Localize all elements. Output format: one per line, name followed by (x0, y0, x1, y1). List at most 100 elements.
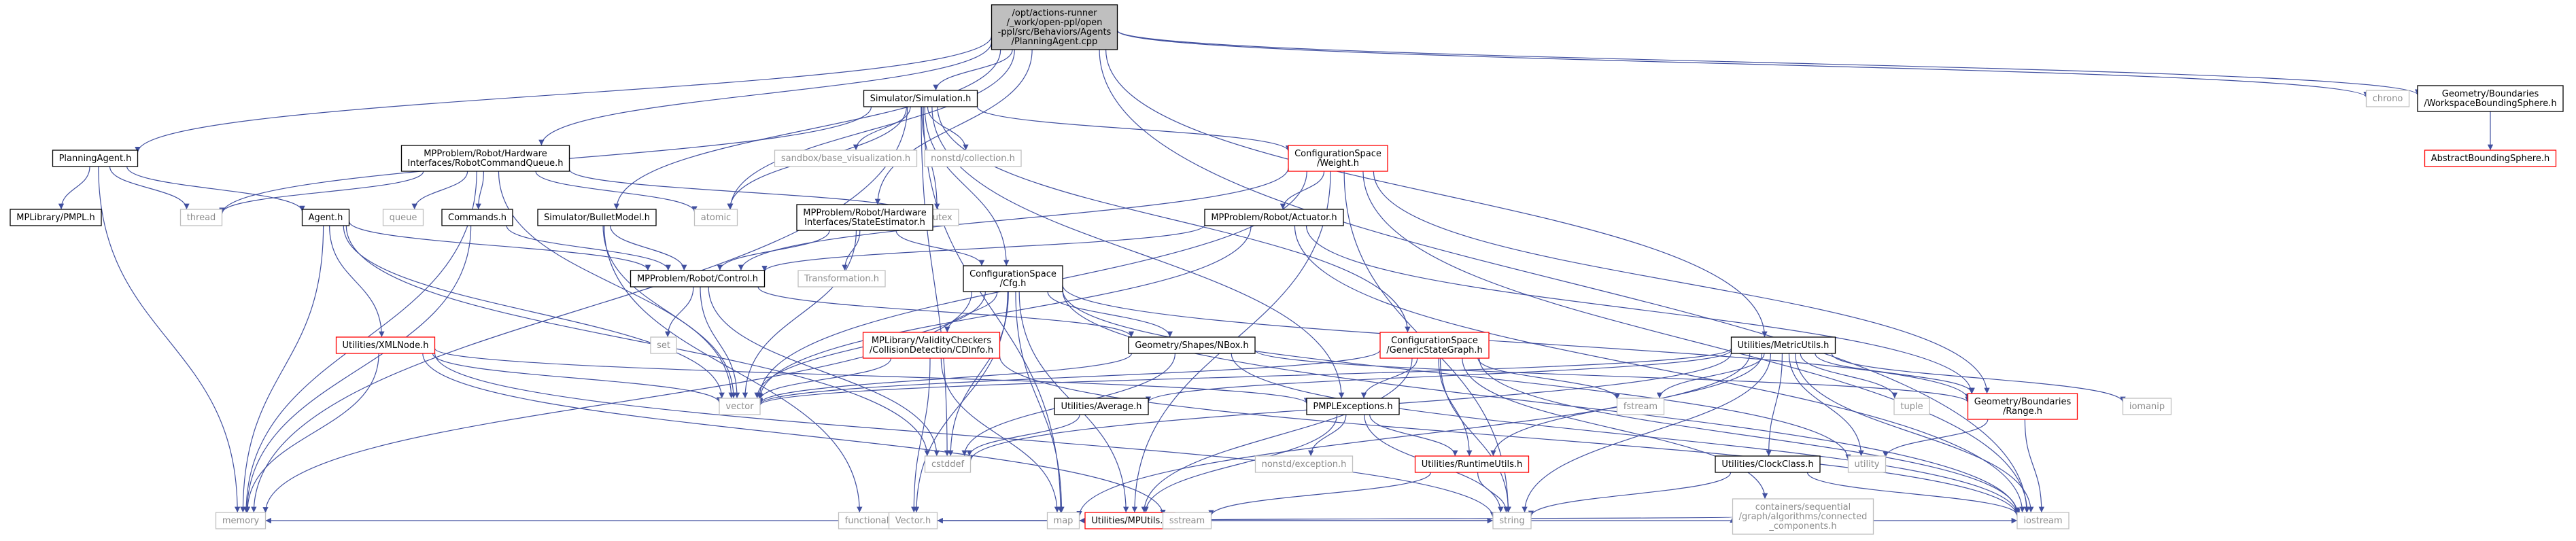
edge-simulation-h-to-nonstd-collection (927, 106, 969, 151)
node-cdinfo-h[interactable]: MPLibrary/ValidityCheckers/CollisionDete… (862, 332, 1001, 359)
node-nonstd-collection[interactable]: nonstd/collection.h (924, 150, 1022, 167)
edge-clockclass-h-to-string (1528, 472, 1732, 517)
edge-line (1143, 414, 1338, 513)
node-vector[interactable]: vector (719, 398, 761, 415)
edge-line (757, 348, 1732, 406)
node-box (797, 270, 886, 287)
node-string[interactable]: string (1492, 512, 1532, 529)
edge-root-to-workspaceboundingsphere-h (1116, 30, 2420, 96)
edge-line (1231, 353, 2021, 516)
node-average-h[interactable]: Utilities/Average.h (1054, 398, 1149, 415)
node-runtimeutils-h[interactable]: Utilities/RuntimeUtils.h (1414, 455, 1530, 473)
edge-line (329, 225, 385, 338)
node-box (924, 150, 1022, 167)
node-thread[interactable]: thread (179, 209, 223, 226)
node-cstddef[interactable]: cstddef (924, 455, 972, 473)
node-simulation-h[interactable]: Simulator/Simulation.h (863, 90, 978, 107)
node-nonstd-exception[interactable]: nonstd/exception.h (1254, 455, 1354, 473)
node-map[interactable]: map (1046, 512, 1080, 529)
node-chrono[interactable]: chrono (2365, 90, 2410, 107)
node-iomanip[interactable]: iomanip (2122, 398, 2172, 415)
node-fstream[interactable]: fstream (1616, 398, 1665, 415)
edge-line (664, 286, 694, 338)
node-label: /Cfg.h (1000, 279, 1027, 289)
node-clockclass-h[interactable]: Utilities/ClockClass.h (1715, 455, 1821, 473)
node-agent-h[interactable]: Agent.h (301, 209, 350, 226)
edge-agent-h-to-control-h (348, 221, 651, 271)
edge-line (966, 414, 1080, 457)
node-control-h[interactable]: MPProblem/Robot/Control.h (630, 270, 766, 287)
node-cfg-h[interactable]: ConfigurationSpace/Cfg.h (963, 265, 1063, 292)
node-commands-h[interactable]: Commands.h (441, 209, 513, 226)
node-stategraph-h[interactable]: ConfigurationSpace/GenericStateGraph.h (1379, 332, 1490, 359)
node-workspaceboundingsphere-h[interactable]: Geometry/Boundaries/WorkspaceBoundingSph… (2417, 85, 2564, 112)
edge-line (738, 167, 1289, 271)
node-range-h[interactable]: Geometry/Boundaries/Range.h (1967, 393, 2078, 420)
node-mplibrary-pmpl-h[interactable]: MPLibrary/PMPL.h (10, 209, 102, 226)
node-box (301, 209, 350, 226)
node-pmplexceptions-h[interactable]: PMPLExceptions.h (1306, 398, 1400, 415)
node-memory[interactable]: memory (215, 512, 267, 529)
edge-runtimeutils-h-to-sstream (1208, 472, 1432, 517)
edge-line (411, 171, 468, 210)
node-box (1730, 336, 1836, 354)
node-iostream[interactable]: iostream (2016, 512, 2070, 529)
node-vector-h[interactable]: Vector.h (888, 512, 938, 529)
node-metricutils-h[interactable]: Utilities/MetricUtils.h (1730, 336, 1836, 354)
node-label: Geometry/Shapes/NBox.h (1135, 341, 1248, 351)
node-robotcommandqueue-h[interactable]: MPProblem/Robot/HardwareInterfaces/Robot… (400, 145, 570, 172)
node-box (888, 512, 938, 529)
edge-line (98, 166, 241, 513)
node-bulletmodel-h[interactable]: Simulator/BulletModel.h (537, 209, 657, 226)
edge-line (1280, 171, 1325, 210)
node-xmlnode-h[interactable]: Utilities/XMLNode.h (335, 336, 436, 354)
edge-line (1254, 349, 1971, 403)
node-label: string (1499, 516, 1524, 526)
edge-line (1800, 353, 1897, 399)
node-utility[interactable]: utility (1847, 455, 1887, 473)
node-weight-h[interactable]: ConfigurationSpace/Weight.h (1288, 145, 1388, 172)
node-planningagent-h[interactable]: PlanningAgent.h (52, 150, 139, 167)
node-set[interactable]: set (650, 336, 677, 354)
node-box (1732, 498, 1874, 535)
edge-line (348, 221, 651, 271)
node-label: /Weight.h (1317, 158, 1359, 169)
node-root[interactable]: /opt/actions-runner/_work/open-ppl/open-… (991, 4, 1118, 50)
node-mputils-h[interactable]: Utilities/MPUtils.h (1084, 512, 1175, 529)
node-queue[interactable]: queue (382, 209, 424, 226)
node-transformation-h[interactable]: Transformation.h (797, 270, 886, 287)
node-functional[interactable]: functional (838, 512, 896, 529)
node-tuple[interactable]: tuple (1893, 398, 1930, 415)
edge-line (244, 225, 472, 513)
node-sstream[interactable]: sstream (1162, 512, 1212, 529)
edge-stategraph-h-to-connected-components-h (1462, 357, 1768, 500)
edge-line (58, 166, 90, 210)
node-label: AbstractBoundingSphere.h (2431, 154, 2549, 164)
edge-xmlnode-h-to-pmplexceptions-h (434, 348, 1309, 404)
node-stateestimator-h[interactable]: MPProblem/Robot/HardwareInterfaces/State… (796, 204, 933, 231)
node-label: sandbox/base_visualization.h (781, 154, 910, 164)
node-label: MPProblem/Robot/Hardware (803, 208, 926, 218)
edge-line (1015, 291, 1065, 513)
edge-line (432, 353, 723, 403)
node-label: /CollisionDetection/CDInfo.h (870, 345, 993, 355)
edge-actuator-h-to-control-h (761, 224, 1205, 272)
edge-cfg-h-to-nbox-h (1047, 291, 1173, 338)
node-actuator-h[interactable]: MPProblem/Robot/Actuator.h (1204, 209, 1344, 226)
edge-cfg-h-to-utility (1062, 289, 1851, 461)
node-box (1054, 398, 1149, 415)
node-abstractboundingsphere-h[interactable]: AbstractBoundingSphere.h (2424, 150, 2557, 167)
edge-line (1462, 357, 1768, 500)
node-label: nonstd/exception.h (1262, 459, 1347, 470)
edge-control-h-to-set (664, 286, 694, 338)
node-box (630, 270, 766, 287)
node-label: map (1054, 516, 1074, 526)
node-nbox-h[interactable]: Geometry/Shapes/NBox.h (1128, 336, 1256, 354)
node-sandbox-vis[interactable]: sandbox/base_visualization.h (774, 150, 918, 167)
node-connected-components-h[interactable]: containers/sequential/graph/algorithms/c… (1732, 498, 1874, 535)
node-box (924, 455, 972, 473)
node-label: ConfigurationSpace (1391, 336, 1478, 346)
edge-robotcommandqueue-h-to-commands-h (475, 171, 484, 210)
node-atomic[interactable]: atomic (693, 209, 738, 226)
